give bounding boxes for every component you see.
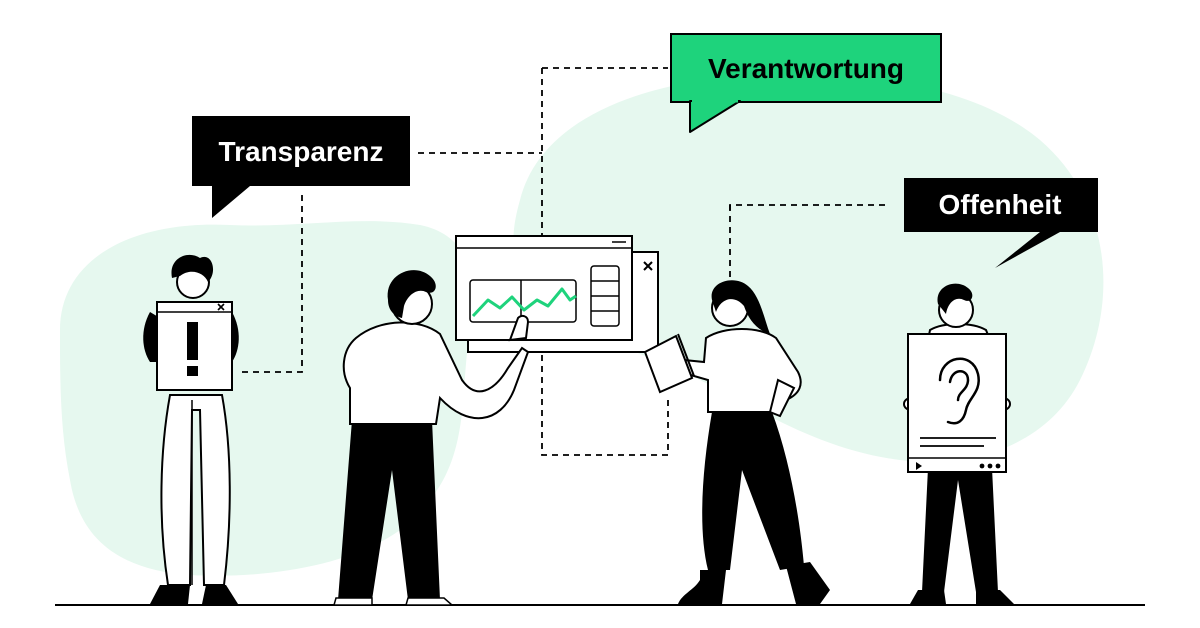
person-with-tablet: [643, 280, 830, 604]
line-chart-icon: [471, 287, 577, 318]
person-ear-sign: [903, 283, 1014, 604]
person-pointing: [333, 270, 530, 606]
bubble-label-transparenz: Transparenz: [219, 136, 384, 167]
play-icon: [916, 462, 922, 470]
dashed-connectors: [238, 67, 890, 456]
person-exclamation-sign: [143, 254, 239, 604]
bubble-label-verantwortung: Verantwortung: [708, 53, 904, 84]
bubble-label-offenheit: Offenheit: [939, 189, 1062, 220]
speech-bubble-transparenz: Transparenz: [192, 116, 410, 218]
speech-bubble-offenheit: Offenheit: [904, 178, 1098, 268]
close-icon: [643, 261, 653, 271]
exclamation-icon: [187, 322, 198, 376]
speech-bubble-verantwortung: Verantwortung: [670, 33, 942, 133]
ear-sign-board: [907, 333, 1007, 473]
ear-icon: [938, 357, 980, 425]
dashboard-window: [455, 235, 659, 353]
